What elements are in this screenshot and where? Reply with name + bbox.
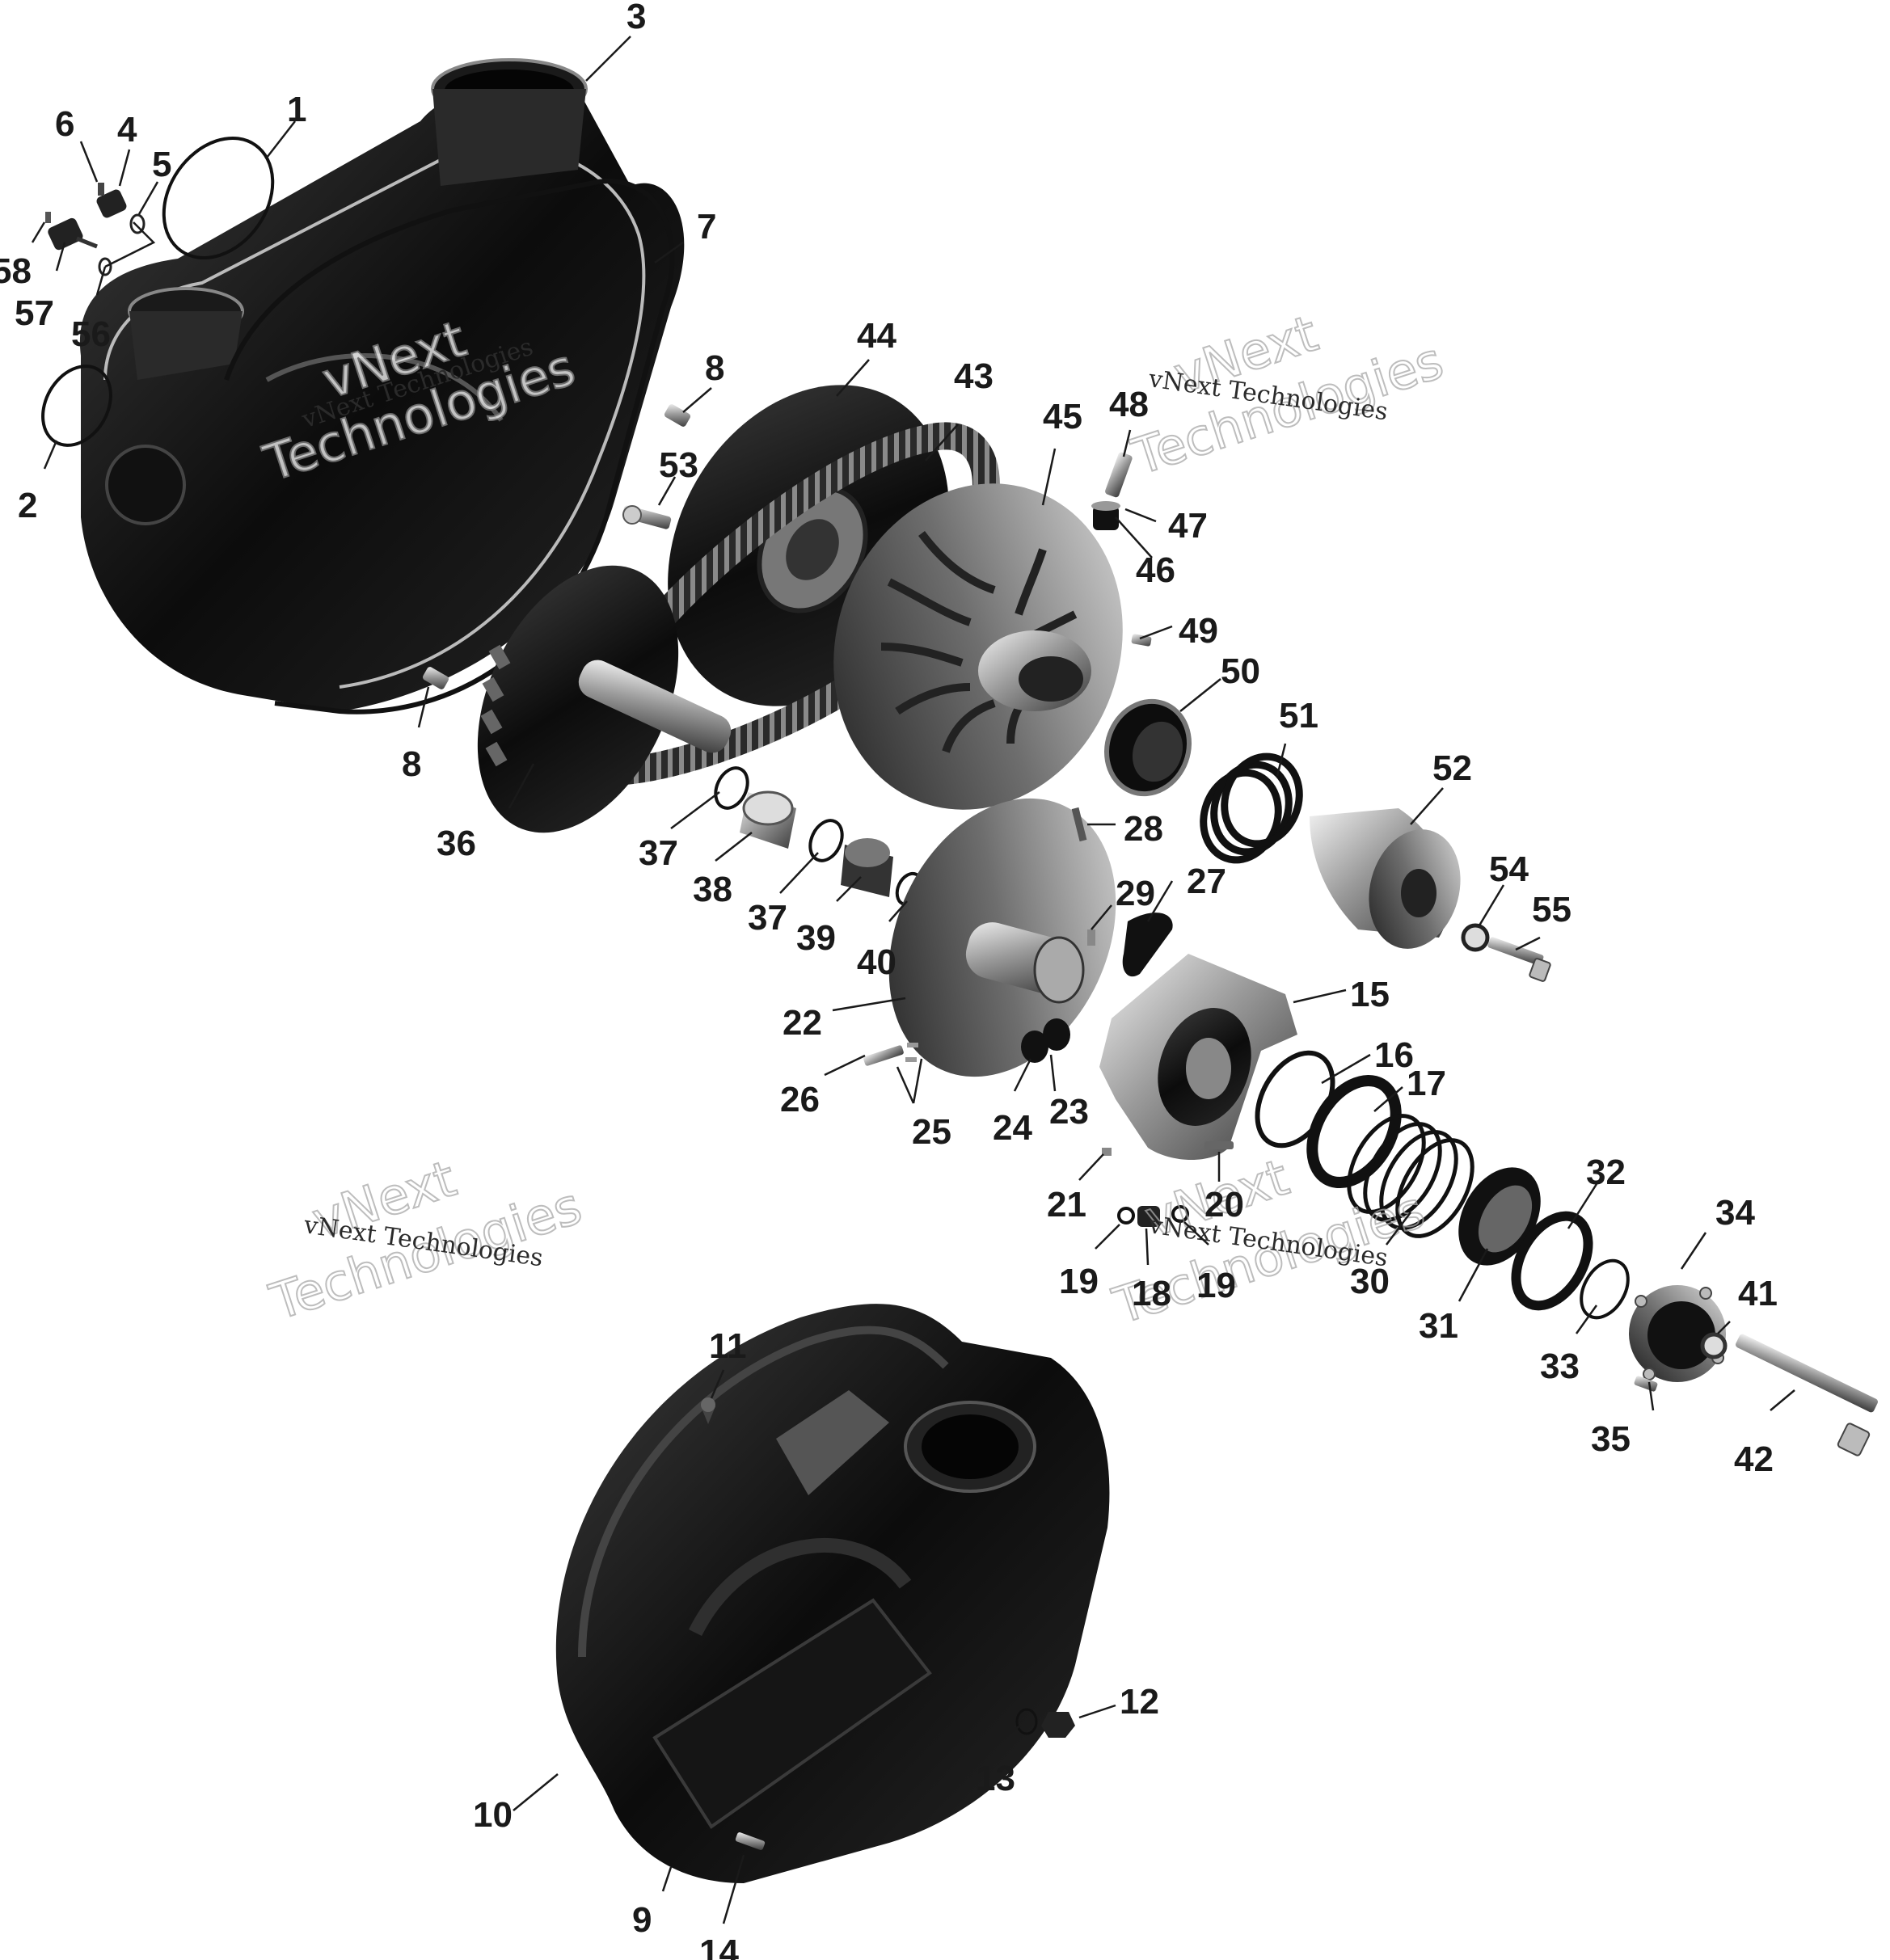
roller-24 (1021, 1031, 1048, 1063)
callout-51: 51 (1279, 696, 1318, 736)
pulley-shaft (578, 660, 732, 753)
callout-19b: 19 (1196, 1266, 1236, 1305)
callout-8b: 8 (402, 744, 421, 784)
rollers-18-19 (1117, 1205, 1189, 1227)
sensor-parts (45, 183, 146, 276)
callout-47: 47 (1168, 506, 1208, 546)
callout-29: 29 (1116, 874, 1155, 913)
callout-20: 20 (1204, 1185, 1244, 1224)
callout-18: 18 (1132, 1274, 1171, 1313)
callout-33: 33 (1540, 1347, 1580, 1386)
callout-38: 38 (693, 870, 732, 909)
screw-21 (1102, 1148, 1112, 1156)
watermark-3: vNext Technologies (262, 1148, 589, 1333)
callout-16: 16 (1374, 1035, 1414, 1075)
bolt-42 (1736, 1334, 1878, 1413)
screw-35 (1634, 1376, 1658, 1392)
callout-27: 27 (1187, 862, 1226, 901)
o-ring-1 (162, 136, 275, 260)
callout-37b: 37 (748, 898, 787, 938)
roller-46 (1093, 506, 1119, 530)
callout-35: 35 (1591, 1419, 1631, 1459)
callout-30: 30 (1350, 1262, 1390, 1301)
callout-43: 43 (954, 356, 994, 396)
roller-23 (1043, 1018, 1070, 1051)
callout-31: 31 (1419, 1306, 1458, 1346)
callout-53: 53 (659, 445, 698, 485)
callout-11: 11 (709, 1326, 747, 1366)
pin-28 (1071, 807, 1087, 842)
leader-lines (31, 36, 1795, 1924)
callout-45: 45 (1043, 397, 1082, 436)
pin-20 (1204, 1141, 1234, 1149)
callout-25: 25 (912, 1112, 951, 1152)
seal-17 (1306, 1074, 1402, 1189)
bolt-55 (1487, 937, 1544, 966)
callout-40: 40 (857, 942, 896, 982)
pin-48 (1105, 452, 1133, 498)
callout-8a: 8 (705, 348, 724, 388)
callout-58: 58 (0, 251, 32, 291)
compression-spring-30 (1347, 1114, 1474, 1238)
ring-32 (1511, 1211, 1593, 1311)
callout-57: 57 (15, 293, 54, 333)
callout-10: 10 (473, 1795, 513, 1835)
callout-49: 49 (1179, 611, 1218, 651)
callout-19a: 19 (1059, 1262, 1099, 1301)
callout-26: 26 (780, 1080, 820, 1119)
callout-6: 6 (55, 104, 74, 144)
callout-22: 22 (783, 1003, 822, 1043)
callout-23: 23 (1049, 1092, 1089, 1132)
callout-55: 55 (1532, 890, 1571, 929)
movable-sheave (833, 483, 1123, 810)
callout-7: 7 (697, 207, 716, 247)
callout-14: 14 (699, 1933, 739, 1960)
callout-34: 34 (1715, 1193, 1755, 1233)
callout-50: 50 (1221, 651, 1260, 691)
torsion-spring-51 (1200, 752, 1303, 864)
callout-54: 54 (1489, 849, 1529, 889)
callout-48: 48 (1109, 385, 1149, 424)
callout-21: 21 (1047, 1185, 1086, 1224)
cover-gasket (224, 179, 675, 714)
callout-1: 1 (287, 90, 306, 129)
screw-26 (863, 1045, 904, 1066)
callout-56: 56 (71, 314, 111, 354)
callout-15: 15 (1350, 975, 1390, 1014)
callout-13: 13 (976, 1759, 1015, 1798)
callout-36: 36 (437, 824, 476, 863)
lower-cover-fasteners (701, 1397, 1075, 1850)
washer-47 (1091, 501, 1120, 511)
callout-28: 28 (1124, 809, 1163, 849)
outer-cover-upper (79, 58, 685, 712)
callout-labels: 1 2 3 4 5 6 7 8 8 9 10 11 12 13 14 15 16… (0, 0, 1778, 1960)
callout-4: 4 (117, 110, 137, 150)
o-ring-37b (808, 819, 844, 862)
callout-44: 44 (857, 316, 896, 356)
callout-41: 41 (1738, 1274, 1778, 1313)
callout-32: 32 (1586, 1153, 1626, 1192)
washer-41 (1700, 1332, 1728, 1359)
callout-24: 24 (993, 1108, 1032, 1148)
callout-37a: 37 (639, 833, 678, 873)
washer-54 (1461, 923, 1490, 952)
bolts (422, 404, 1152, 689)
callout-52: 52 (1432, 748, 1472, 788)
callout-42: 42 (1734, 1439, 1774, 1479)
callout-17: 17 (1407, 1064, 1446, 1103)
callout-12: 12 (1120, 1682, 1159, 1722)
pulley-fins (480, 644, 511, 767)
callout-39: 39 (796, 918, 836, 958)
callout-5: 5 (152, 145, 171, 184)
inner-cover-lower (555, 1304, 1110, 1883)
drive-pulley-fixed-sheave (477, 565, 679, 833)
pin-29 (1087, 929, 1095, 946)
weight-27 (1122, 913, 1173, 977)
callout-9: 9 (632, 1900, 652, 1940)
callout-3: 3 (626, 0, 646, 36)
callout-46: 46 (1136, 550, 1175, 590)
callout-2: 2 (18, 486, 37, 525)
o-ring-37a (714, 766, 749, 810)
